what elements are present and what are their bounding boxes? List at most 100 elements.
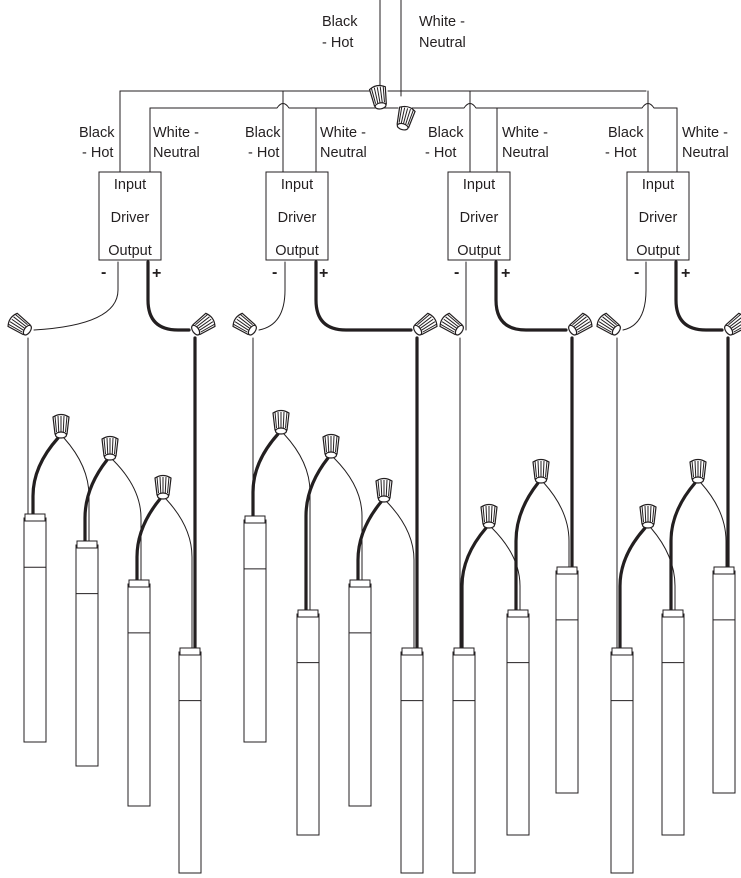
- group-1-fixture-2-wire-nut-ridge: [103, 437, 106, 455]
- group-3-fixture-3: [555, 570, 579, 794]
- group-3-fixture-2-wire-nut-mouth: [534, 476, 548, 484]
- connectors-layer: [7, 84, 741, 529]
- group-1-negative-wire-nut-ridge: [8, 323, 23, 333]
- group-4-fixture-2: [661, 613, 685, 836]
- driver-3-output-label: Output: [457, 243, 501, 259]
- group-4-negative-wire-nut-ridge: [597, 323, 612, 333]
- group-4-positive-wire-nut-ridge: [730, 318, 741, 329]
- group-3-fixture-1-wire-nut-ridge: [493, 505, 496, 523]
- supply-neutral-wire-nut-ridge: [407, 109, 414, 126]
- driver-3-positive-label: +: [501, 265, 510, 282]
- group-4-positive-wire-nut-mouth: [724, 324, 734, 336]
- fixtures-layer: [23, 513, 736, 874]
- group-2-positive-wire-nut-ridge: [417, 313, 431, 326]
- driver-4-hot-label-line2: - Hot: [605, 145, 636, 161]
- group-3-positive-wire-nut-ridge: [577, 323, 592, 333]
- group-1-fixture-1-wire-nut-ridge: [57, 415, 60, 433]
- group-2-fixture-1-positive-lead: [251, 432, 280, 518]
- group-2-fixture-2-jumper: [333, 457, 363, 581]
- group-2-fixture-4: [400, 651, 424, 874]
- group-2-positive-wire-nut-ridge: [421, 321, 436, 331]
- group-2-fixture-1-wire-nut-ridge: [285, 411, 288, 429]
- group-2-fixture-2-endcap: [297, 609, 319, 618]
- group-1-fixture-1-wire-nut: [52, 413, 70, 439]
- driver-2-hot-label-line2: - Hot: [248, 145, 279, 161]
- group-2-fixture-3-jumper: [386, 501, 415, 649]
- group-2-negative-lead: [258, 261, 286, 331]
- group-1-positive-wire-nut-ridge: [199, 321, 214, 331]
- driver-2-neutral-label-line1: White -: [320, 125, 366, 141]
- driver-2-positive-label: +: [319, 265, 328, 282]
- group-4-positive-wire-nut-ridge: [729, 316, 741, 327]
- group-1-fixture-2-wire-nut-mouth: [103, 453, 117, 461]
- group-4-fixture-3-endcap: [713, 566, 735, 575]
- group-1-positive-wire-nut-ridge: [197, 318, 212, 329]
- driver-3-negative-label: -: [454, 264, 459, 281]
- group-3-fixture-2-wire-nut-ridge: [534, 460, 537, 478]
- group-4-positive-wire-nut: [724, 312, 741, 336]
- group-4-fixture-2-jumper: [700, 482, 727, 568]
- group-3-negative-wire-nut-ridge: [443, 318, 458, 329]
- group-3-fixture-1-wire-nut-mouth: [482, 521, 496, 529]
- group-4-fixture-1-endcap: [611, 647, 633, 656]
- supply-hot-wire-nut-ridge: [379, 86, 383, 103]
- group-3-negative-wire-nut-ridge: [441, 321, 456, 331]
- group-4-fixture-2-wire-nut-mouth: [691, 476, 705, 484]
- driver-1-hot-label-line1: Black: [79, 125, 115, 141]
- driver-1: Black - Hot White - Neutral Input Driver…: [79, 125, 200, 282]
- driver-3-hot-label-line2: - Hot: [425, 145, 456, 161]
- group-3-fixture-3-endcap: [556, 566, 578, 575]
- group-1-fixture-1-wire-nut-ridge: [54, 415, 57, 433]
- supply-hot-label-line1: Black: [322, 14, 358, 30]
- group-2-fixture-3-wire-nut-ridge: [385, 479, 388, 497]
- group-2-fixture-2-wire-nut-ridge: [332, 435, 335, 453]
- group-2-fixture-2: [296, 613, 320, 836]
- driver-4-positive-label: +: [681, 265, 690, 282]
- driver-1-neutral-label-line1: White -: [153, 125, 199, 141]
- group-3-fixture-1-wire-nut: [480, 503, 498, 529]
- supply-hot-wire-nut-ridge: [373, 87, 379, 104]
- group-1-negative-wire-nut-ridge: [13, 316, 27, 327]
- group-1-fixture-2-endcap: [76, 540, 98, 549]
- group-3-fixture-1: [452, 651, 476, 874]
- group-2-negative-wire-nut: [232, 312, 257, 336]
- group-2-fixture-3-wire-nut-ridge: [377, 479, 380, 497]
- supply-neutral-label: White - Neutral: [419, 14, 466, 51]
- group-3-fixture-2-jumper: [543, 482, 570, 568]
- group-3-negative-wire-nut-ridge: [445, 316, 459, 327]
- driver-1-negative-label: -: [101, 264, 106, 281]
- group-4-negative-wire-nut: [596, 312, 621, 336]
- group-2-fixture-1-wire-nut-ridge: [277, 411, 280, 429]
- driver-1-hot-label-line2: - Hot: [82, 145, 113, 161]
- group-3-negative-wire-nut: [439, 312, 464, 336]
- group-1-fixture-4: [178, 651, 202, 874]
- group-4-positive-lead: [674, 260, 724, 332]
- group-2-positive-wire-nut: [413, 312, 438, 336]
- driver-2: Black - Hot White - Neutral Input Driver…: [245, 125, 367, 282]
- driver-2-hot-label-line1: Black: [245, 125, 281, 141]
- group-2-fixture-1: [243, 519, 267, 743]
- supply-hot-label: Black - Hot: [322, 14, 358, 51]
- group-1-fixture-3-positive-lead: [135, 497, 162, 582]
- supply-hot-wire-nut-ridge: [382, 86, 385, 103]
- group-1-positive-wire-nut-ridge: [196, 316, 210, 327]
- group-3-positive-wire-nut-ridge: [572, 313, 586, 326]
- group-1-fixture-3-wire-nut-ridge: [164, 476, 167, 494]
- group-4-fixture-3: [712, 570, 736, 794]
- group-1-fixture-3-wire-nut-mouth: [156, 492, 170, 500]
- group-1-fixture-3-wire-nut-ridge: [167, 476, 170, 494]
- group-1-positive-lead: [146, 260, 191, 332]
- supply-neutral-wire-nut-ridge: [402, 108, 409, 124]
- supply-neutral-label-line2: Neutral: [419, 35, 466, 51]
- group-3-fixture-1-wire-nut-ridge: [490, 505, 493, 523]
- group-2-fixture-1-wire-nut-ridge: [274, 411, 277, 429]
- group-2-fixture-1-wire-nut-ridge: [282, 411, 285, 429]
- driver-2-negative-label: -: [272, 264, 277, 281]
- supply-hot-wire-nut: [368, 84, 387, 110]
- driver-1-driver-label: Driver: [111, 210, 150, 226]
- group-1-fixture-3: [127, 583, 151, 807]
- group-4-fixture-1-wire-nut: [639, 503, 657, 529]
- supply-hot-wire-nut-ridge: [370, 88, 377, 104]
- group-2-fixture-3-wire-nut: [375, 477, 393, 503]
